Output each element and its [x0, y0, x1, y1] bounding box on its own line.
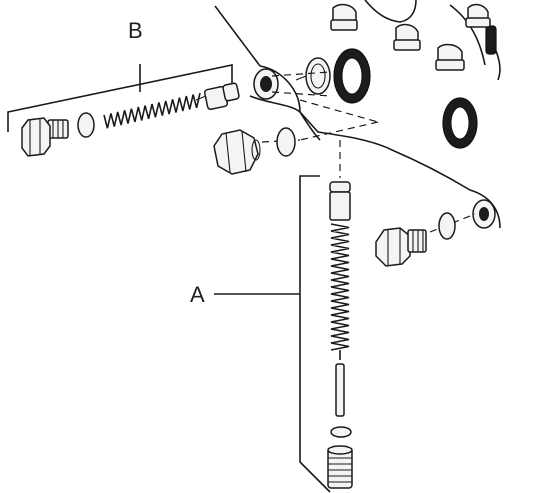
label-b: B [128, 18, 143, 43]
hex-nut-middle [213, 129, 261, 175]
spring-a [330, 223, 350, 360]
pin-a [335, 363, 345, 417]
o-ring-a [330, 426, 352, 438]
bracket-a [214, 175, 331, 493]
cap-a [329, 181, 351, 221]
seal-ring-large [333, 48, 371, 104]
label-a: A [190, 282, 205, 307]
acorn-cap-1 [330, 3, 358, 31]
o-ring-b [77, 112, 95, 138]
bushing-top [295, 57, 331, 95]
spring-b [103, 92, 201, 129]
seal-ring-right [442, 97, 478, 149]
label-a-text: A [190, 282, 205, 307]
acorn-cap-3 [435, 43, 465, 71]
o-ring-right [438, 212, 456, 240]
fitting-a [327, 445, 353, 489]
piston-b [195, 82, 240, 111]
label-b-text: B [128, 18, 143, 43]
plug-right [375, 227, 427, 267]
plug-b [21, 117, 69, 157]
acorn-cap-4 [465, 3, 491, 28]
bracket-b [7, 64, 233, 132]
housing-port-left [253, 68, 279, 100]
assembly-guide-lines [261, 71, 476, 233]
housing-port-right [472, 199, 496, 229]
acorn-cap-2 [393, 23, 421, 51]
o-ring-middle [276, 127, 296, 157]
housing-top-parts [364, 0, 501, 81]
housing-outline [214, 5, 501, 229]
